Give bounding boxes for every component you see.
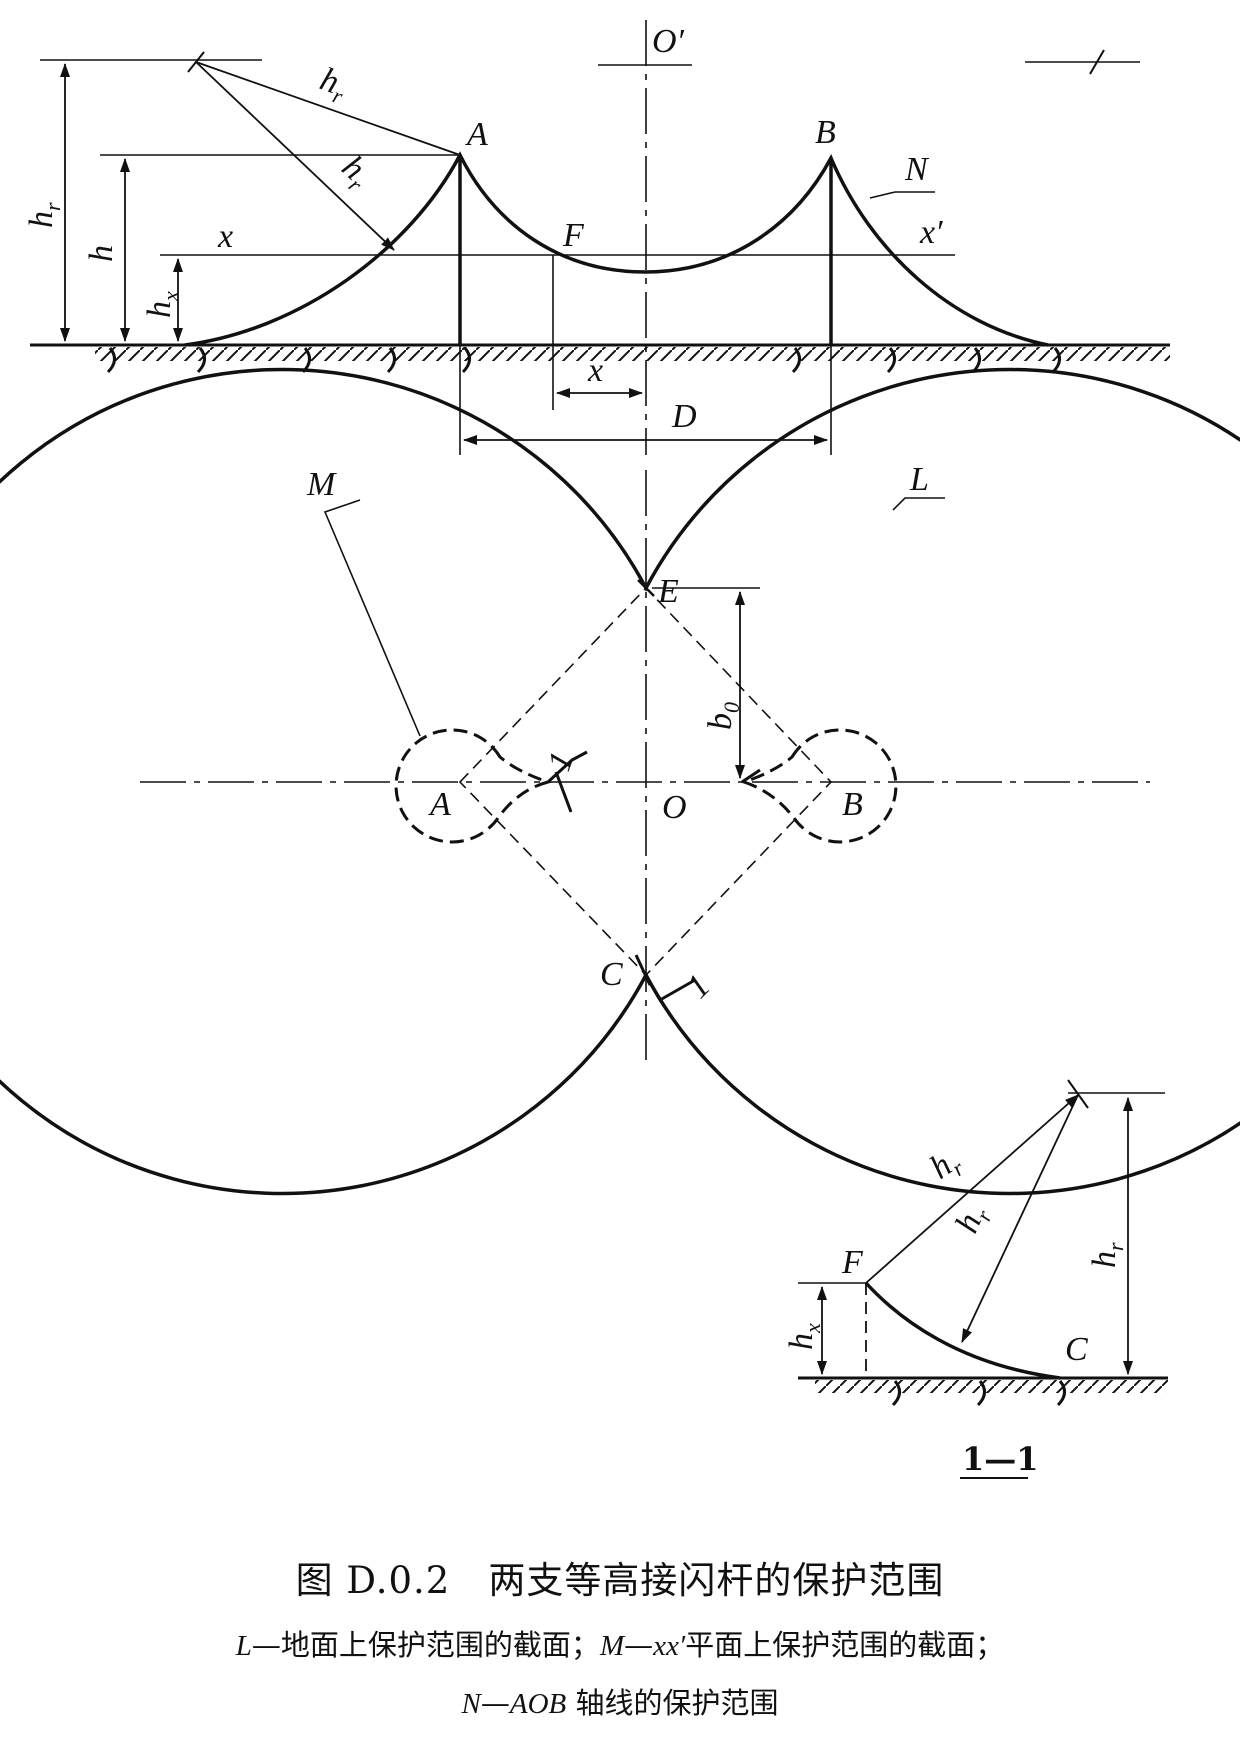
label-hx: hx: [141, 291, 183, 318]
section-radius-1: [865, 1094, 1079, 1284]
figure-caption-title: 图 D.0.2 两支等高接闪杆的保护范围: [295, 1559, 945, 1602]
label-B-plan: B: [842, 786, 863, 823]
label-section-hr-right: hr: [1086, 1242, 1128, 1268]
label-b0: b0: [702, 702, 744, 730]
caption-N: N: [461, 1688, 481, 1720]
section-radius-2: [961, 1094, 1079, 1343]
label-one-left: 1: [541, 747, 582, 776]
label-A-plan: A: [428, 786, 451, 823]
figure-caption-line-1: L—地面上保护范围的截面；M—xx′平面上保护范围的截面；: [0, 1622, 1240, 1664]
label-one-bottom: 1: [679, 967, 717, 1005]
caption-M-text: 平面上保护范围的截面；: [685, 1628, 1005, 1662]
plan-view: [0, 367, 1240, 1196]
label-section-hr-2: hr: [948, 1200, 997, 1240]
caption-AOB: AOB: [509, 1688, 567, 1720]
leader-M: [323, 499, 421, 737]
label-O: O: [662, 789, 687, 826]
protection-envelope: [184, 151, 1049, 347]
section-protection-curve: [864, 1281, 1061, 1380]
section-view: [798, 1079, 1168, 1479]
leader-L: [892, 497, 945, 511]
label-F-top: F: [562, 217, 585, 254]
radius-line-1: [195, 61, 461, 156]
protection-range-diagram: O′ A B N F x x′ x D hr hr hr h hx: [0, 20, 1240, 1479]
label-section-hx: hx: [783, 1323, 825, 1350]
radius-line-2: [195, 61, 395, 251]
caption-N-text: 轴线的保护范围: [566, 1686, 779, 1720]
label-F-section: F: [841, 1244, 864, 1281]
label-M: M: [306, 466, 337, 503]
label-hr-1: hr: [314, 61, 353, 109]
label-A-top: A: [465, 116, 488, 153]
label-E: E: [657, 573, 679, 610]
xx-plane-outline-B: [739, 728, 898, 844]
rhombus-AECB: [458, 586, 833, 977]
caption-L-text: —地面上保护范围的截面；: [251, 1628, 600, 1662]
label-h: h: [83, 245, 120, 262]
elevation-view: [30, 20, 1170, 455]
section-mark-bottom: [644, 974, 696, 1003]
label-section-hr-1: hr: [923, 1141, 968, 1190]
label-D: D: [671, 398, 697, 435]
label-o-prime: O′: [652, 23, 685, 60]
label-C: C: [600, 956, 623, 993]
label-B-top: B: [815, 114, 836, 151]
label-L: L: [909, 461, 929, 498]
xx-plane-outline-A: [394, 728, 554, 844]
label-hr-left: hr: [23, 202, 65, 228]
label-x-left: x: [217, 218, 233, 255]
label-x-prime: x′: [919, 214, 943, 251]
caption-dash: —: [624, 1628, 654, 1662]
label-N: N: [904, 151, 930, 188]
leader-N: [869, 191, 935, 199]
caption-xx: xx′: [653, 1630, 686, 1662]
label-x-dim: x: [587, 352, 603, 389]
figure-caption-line-2: N—AOB 轴线的保护范围: [0, 1680, 1240, 1722]
ground-hatch: [95, 347, 1170, 361]
label-section-title: 1—1: [962, 1440, 1039, 1478]
grounding-symbols: [106, 347, 1061, 374]
label-C-section: C: [1065, 1331, 1088, 1368]
caption-L: L: [235, 1630, 252, 1662]
caption-dash-2: —: [480, 1686, 510, 1720]
caption-M: M: [599, 1630, 625, 1662]
